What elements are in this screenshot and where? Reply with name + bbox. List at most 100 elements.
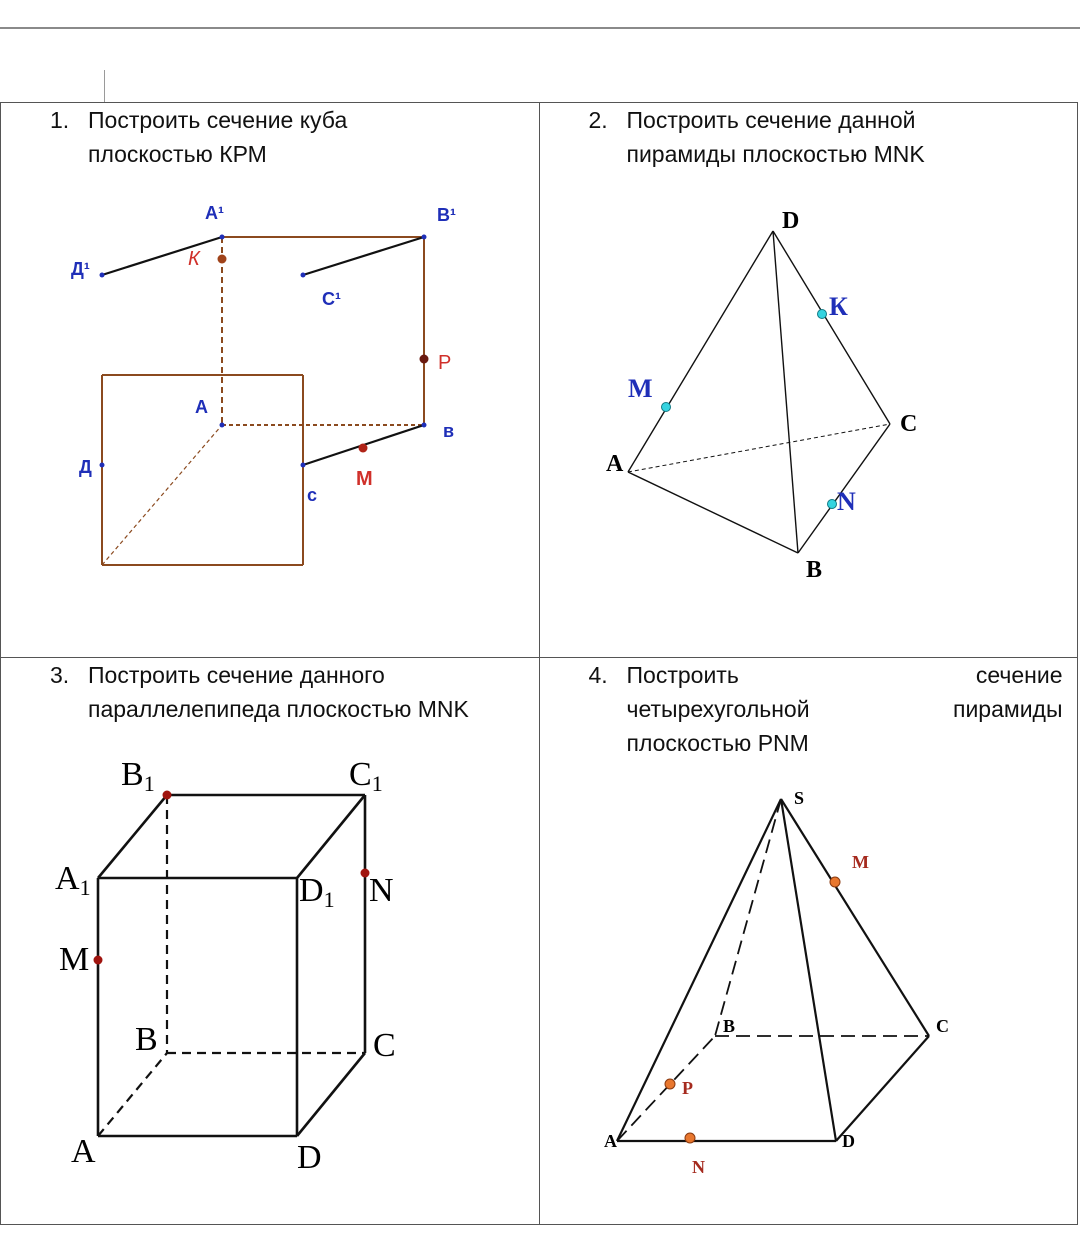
point-n bbox=[360, 868, 370, 878]
edge-a1b1 bbox=[97, 794, 168, 879]
point-n bbox=[684, 1132, 695, 1144]
vertex-d bbox=[99, 462, 105, 468]
edge-ab bbox=[627, 471, 798, 554]
label-b1: B1 bbox=[121, 756, 155, 796]
edge-ac-hidden bbox=[627, 423, 890, 473]
label-d: Д bbox=[79, 457, 92, 477]
label-b: в bbox=[443, 421, 454, 441]
task-4-word-3: четырехугольной bbox=[626, 696, 810, 722]
label-m: М bbox=[356, 468, 373, 490]
edge-sd bbox=[779, 798, 837, 1142]
edge-sa bbox=[615, 798, 782, 1142]
label-k: К bbox=[829, 292, 848, 321]
label-k: К bbox=[188, 248, 201, 270]
edge-dc bbox=[834, 1035, 930, 1142]
task-4-word-4: пирамиды bbox=[953, 696, 1063, 722]
point-p bbox=[664, 1078, 675, 1090]
task-3-line-2: параллелепипеда плоскостью MNK bbox=[88, 696, 469, 722]
task-4-word-2: сечение bbox=[975, 662, 1063, 688]
label-p: Р bbox=[438, 352, 451, 374]
task-3-line-1: Построить сечение данного bbox=[88, 662, 385, 688]
label-p: P bbox=[682, 1078, 693, 1098]
edge-da bbox=[626, 230, 774, 473]
tasks-table: 1. Построить сечение куба плоскостью КРМ bbox=[0, 102, 1078, 1225]
label-a: A bbox=[606, 451, 624, 477]
point-p bbox=[419, 354, 429, 364]
label-m: M bbox=[852, 852, 869, 872]
point-k bbox=[217, 254, 227, 264]
point-b1 bbox=[162, 790, 172, 800]
label-c: с bbox=[307, 485, 317, 505]
vertex-d1 bbox=[99, 272, 105, 278]
pyramid-quadrilateral-figure: S M B C P A D N bbox=[604, 788, 949, 1177]
text-cursor-mark bbox=[104, 70, 105, 102]
label-a1: А¹ bbox=[205, 203, 224, 223]
label-n: N bbox=[837, 487, 856, 516]
task-1-line-2: плоскостью КРМ bbox=[88, 141, 267, 167]
point-m bbox=[358, 443, 368, 453]
edge-bc bbox=[796, 423, 891, 554]
label-a: А bbox=[195, 397, 208, 417]
label-c: C bbox=[936, 1016, 949, 1036]
label-m: M bbox=[628, 374, 653, 403]
label-c1: С¹ bbox=[322, 289, 341, 309]
cube-figure: А¹ В¹ Д¹ С¹ А в Д с К Р М bbox=[71, 203, 456, 566]
task-3-title: Построить сечение данного параллелепипед… bbox=[88, 658, 469, 726]
label-b1: В¹ bbox=[437, 205, 456, 225]
label-b: B bbox=[135, 1021, 158, 1058]
label-d1: Д¹ bbox=[71, 259, 90, 279]
label-m: M bbox=[59, 941, 89, 978]
label-c1: C1 bbox=[349, 756, 383, 796]
point-k bbox=[816, 309, 827, 319]
label-b: B bbox=[806, 557, 822, 583]
task-4-word-1: Построить bbox=[626, 662, 739, 688]
label-d1: D1 bbox=[299, 872, 335, 912]
task-3-number: 3. bbox=[50, 662, 70, 688]
label-d: D bbox=[782, 208, 799, 234]
point-m bbox=[829, 876, 840, 888]
edge-dc bbox=[295, 1052, 367, 1137]
label-n: N bbox=[369, 872, 394, 909]
task-4-number: 4. bbox=[588, 662, 608, 688]
edge-sc bbox=[779, 798, 930, 1037]
task-2-line-2: пирамиды плоскостью MNK bbox=[626, 141, 925, 167]
vertex-b1 bbox=[421, 234, 427, 240]
task-4-line-1: Построить сечение bbox=[627, 658, 1063, 692]
task-3-cell: 3. Построить сечение данного параллелепи… bbox=[0, 657, 540, 1225]
parallelepiped-figure: B1 C1 A1 D1 N M B C A D bbox=[55, 756, 396, 1176]
edge-ab-hidden bbox=[97, 1052, 168, 1137]
task-1-cell: 1. Построить сечение куба плоскостью КРМ bbox=[0, 102, 540, 658]
task-4-title: Построить сечение четырехугольной пирами… bbox=[627, 658, 1063, 760]
cube-edge-d1a1 bbox=[101, 235, 223, 277]
vertex-b bbox=[421, 422, 427, 428]
edge-dc bbox=[771, 230, 891, 425]
top-divider bbox=[0, 27, 1080, 29]
task-1-line-1: Построить сечение куба bbox=[88, 107, 348, 133]
label-d: D bbox=[842, 1131, 855, 1151]
label-c: C bbox=[373, 1027, 396, 1064]
cube-edge-c1b1 bbox=[302, 235, 425, 277]
point-m bbox=[93, 955, 103, 965]
task-2-number: 2. bbox=[588, 107, 608, 133]
label-n: N bbox=[692, 1157, 705, 1177]
task-2-line-1: Построить сечение данной bbox=[626, 107, 916, 133]
task-4-line-2: четырехугольной пирамиды bbox=[627, 692, 1063, 726]
label-s: S bbox=[794, 788, 804, 808]
vertex-a1 bbox=[219, 234, 225, 240]
task-4-cell: 4. Построить сечение четырехугольной пир… bbox=[538, 657, 1078, 1225]
task-4-line-3: плоскостью PNM bbox=[626, 730, 809, 756]
edge-db bbox=[771, 230, 799, 554]
point-m bbox=[660, 402, 671, 412]
vertex-a bbox=[219, 422, 225, 428]
pyramid-triangular-figure: D К M C A N B bbox=[606, 208, 917, 583]
label-c: C bbox=[900, 411, 917, 437]
label-a: A bbox=[604, 1131, 617, 1151]
edge-d1c1 bbox=[295, 794, 367, 879]
label-d: D bbox=[297, 1139, 322, 1176]
task-1-title: Построить сечение куба плоскостью КРМ bbox=[88, 103, 347, 171]
point-n bbox=[826, 499, 837, 509]
task-2-title: Построить сечение данной пирамиды плоско… bbox=[627, 103, 925, 171]
edge-ab-hidden bbox=[615, 1035, 716, 1142]
vertex-c bbox=[300, 462, 306, 468]
vertex-c1 bbox=[300, 272, 306, 278]
